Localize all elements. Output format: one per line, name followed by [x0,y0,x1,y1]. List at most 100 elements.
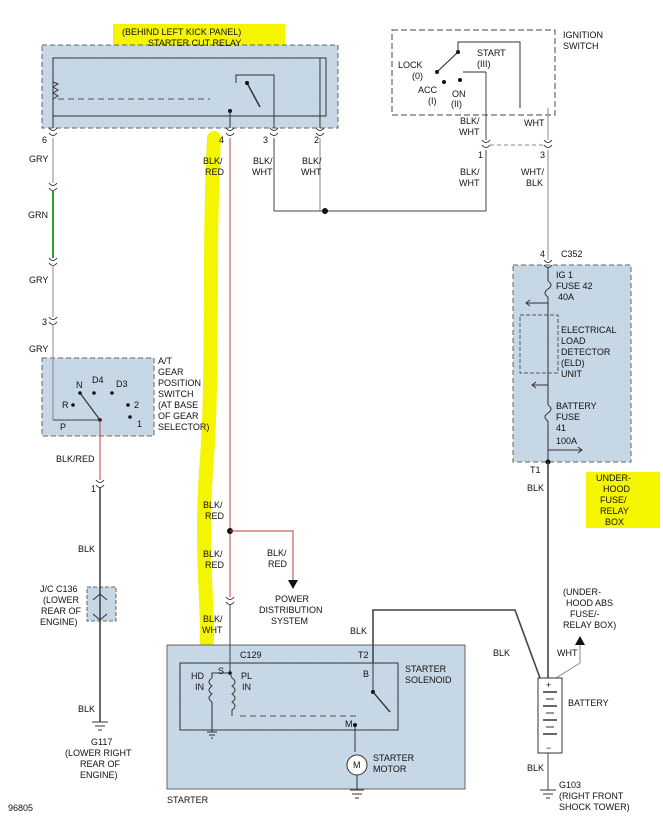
highlight-underhood-box [586,472,660,528]
battery-fuse-label-line4: 100A [556,436,577,446]
t2-label: T2 [358,650,369,660]
pl-in-label: PL [241,671,252,681]
jc-c136-label-line4: ENGINE) [40,617,78,627]
gear-position-switch-box [41,357,155,437]
wire-gry-2: GRY [29,275,48,285]
wire-blk-red-pdist-line2: RED [268,559,288,569]
relay-pin-4: 4 [219,135,224,145]
starter-label: STARTER [167,795,209,805]
m-terminal: M [345,719,353,729]
gear-d3: D3 [116,379,128,389]
power-distribution-label-line2: DISTRIBUTION [259,605,323,615]
gear-switch-title-line6: OF GEAR [158,411,199,421]
ignition-switch-title: IGNITION [563,30,603,40]
wire-blk-g103: BLK [527,763,544,773]
jc-c136-label-line2: (LOWER [43,595,80,605]
wire-blk-left: BLK [78,544,95,554]
g117-label: G117 [91,737,112,747]
on-number: (II) [451,99,462,109]
gear-1: 1 [137,419,142,429]
wire-blk-red-mid: BLK/ [203,500,223,510]
pl-in-label-line2: IN [242,682,251,692]
s-terminal: S [218,666,224,676]
eld-label-line3: DETECTOR [561,347,611,357]
wire-blk-red-pin4: BLK/ [203,156,223,166]
abs-box-label-line2: HOOD ABS [566,598,613,608]
wire-blk-wht-ign-top: BLK/ [460,116,480,126]
wire-wht-ign: WHT [524,118,545,128]
eld-label-line4: (ELD) [561,358,585,368]
wire-blk-g117: BLK [78,704,95,714]
g117-label-line4: ENGINE) [80,770,118,780]
gear-p: P [60,422,66,432]
abs-box-label-line3: FUSE/- [570,609,600,619]
power-distribution-label-line3: SYSTEM [271,616,308,626]
starter-cut-relay-box [41,44,339,129]
start-label: START [477,48,506,58]
battery-label: BATTERY [568,698,609,708]
ig1-fuse-label-line3: 40A [558,292,574,302]
t1-label: T1 [530,465,541,475]
g117-label-line2: (LOWER RIGHT [65,748,132,758]
starter-cut-relay-title: STARTER CUT RELAY [148,38,241,48]
wire-gry-1: GRY [29,154,48,164]
wire-blk-wht-ign-bottom: BLK/ [460,167,480,177]
wire-grn: GRN [28,210,48,220]
wire-wht-battery: WHT [557,648,578,658]
wire-blk-wht-pin3: BLK/ [253,156,273,166]
power-distribution-label: POWER [275,594,310,604]
eld-label-line2: LOAD [561,336,586,346]
g117-label-line3: REAR OF [80,759,121,769]
wire-blk-t2: BLK [350,626,367,636]
wire-wht-blk-line2: BLK [526,178,543,188]
battery-symbol [537,677,563,754]
ignition-switch-title-line2: SWITCH [563,41,599,51]
g103-label: G103 [559,780,581,790]
wire-blk-wht-starter-line2: WHT [202,625,223,635]
battery-fuse-label-line3: 41 [556,423,566,433]
underhood-box-label-line2: HOOD [603,484,631,494]
wire-blk-battery: BLK [493,648,510,658]
lock-number: (0) [412,71,423,81]
motor-symbol-label: M [353,760,361,770]
pin-3-gry: 3 [42,317,47,327]
gear-switch-title-line5: (AT BASE [158,400,198,410]
hd-in-label: HD [191,671,204,681]
jc-c136-label-line3: REAR OF [41,606,82,616]
wire-blk-wht-ign-bottom-line2: WHT [459,178,480,188]
ig1-fuse-label: IG 1 [556,270,573,280]
battery-fuse-label: BATTERY [556,401,597,411]
ignition-pin-1: 1 [478,150,483,160]
wire-blk-wht-pin2-line2: WHT [301,167,322,177]
starter-motor-label: STARTER [373,753,415,763]
underhood-fuse-box [512,264,632,463]
b-terminal: B [363,669,369,679]
abs-box-label-line4: RELAY BOX) [563,620,616,630]
gear-n: N [76,380,83,390]
wire-blk-red-gear: BLK/RED [56,454,95,464]
figure-number: 96805 [8,803,33,813]
starter-motor-label-line2: MOTOR [373,764,407,774]
abs-box-label: (UNDER- [563,587,601,597]
wire-blk-wht-starter: BLK/ [203,614,223,624]
acc-number: (I) [428,96,437,106]
eld-label: ELECTRICAL [561,325,617,335]
hd-in-label-line2: IN [195,682,204,692]
pin-1-blk: 1 [91,484,96,494]
lock-label: LOCK [398,60,423,70]
relay-pin-6: 6 [42,135,47,145]
wire-blk-wht-ign-top-line2: WHT [459,127,480,137]
c352-pin: 4 [540,249,545,259]
eld-label-line5: UNIT [561,369,582,379]
wire-blk-red-pdist: BLK/ [267,548,287,558]
wire-blk-fuse-box: BLK [527,483,544,493]
wire-blk-wht-pin2: BLK/ [302,156,322,166]
acc-label: ACC [418,85,438,95]
wire-wht-blk: WHT/ [521,167,544,177]
gear-r: R [62,400,69,410]
c352-label: C352 [561,249,583,259]
starter-solenoid-box [179,662,399,731]
highlight-relay-title [113,24,285,48]
